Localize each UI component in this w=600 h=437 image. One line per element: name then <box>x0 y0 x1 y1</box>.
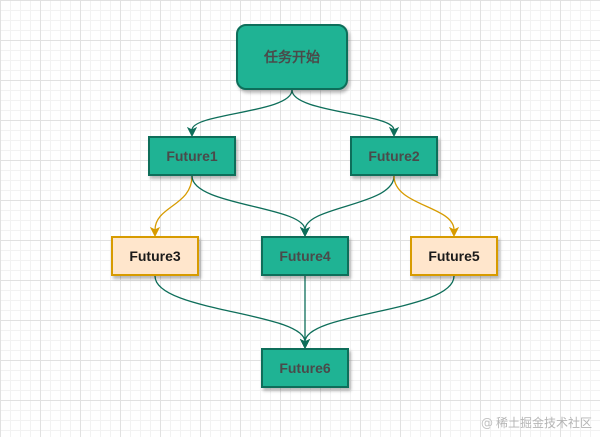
edge-start-to-f2 <box>291 89 400 138</box>
edge-f2-to-f5 <box>393 175 460 238</box>
edge-start-to-f1 <box>186 89 293 138</box>
edge-f1-to-f3 <box>149 175 193 238</box>
edge-f4-to-f6 <box>299 276 311 350</box>
node-future5[interactable]: Future5 <box>410 236 498 276</box>
watermark: @ 稀土掘金技术社区 <box>481 414 592 431</box>
node-future1[interactable]: Future1 <box>148 136 236 176</box>
node-future3[interactable]: Future3 <box>111 236 199 276</box>
edge-f3-to-f6 <box>154 275 311 350</box>
node-future4[interactable]: Future4 <box>261 236 349 276</box>
node-future6[interactable]: Future6 <box>261 348 349 388</box>
edge-f1-to-f4 <box>191 175 311 238</box>
node-future2[interactable]: Future2 <box>350 136 438 176</box>
edge-f2-to-f4 <box>299 175 395 238</box>
watermark-text: 稀土掘金技术社区 <box>495 416 592 430</box>
node-task-start[interactable]: 任务开始 <box>236 24 348 90</box>
at-sign-icon: @ <box>480 415 493 430</box>
edge-f5-to-f6 <box>299 275 455 350</box>
